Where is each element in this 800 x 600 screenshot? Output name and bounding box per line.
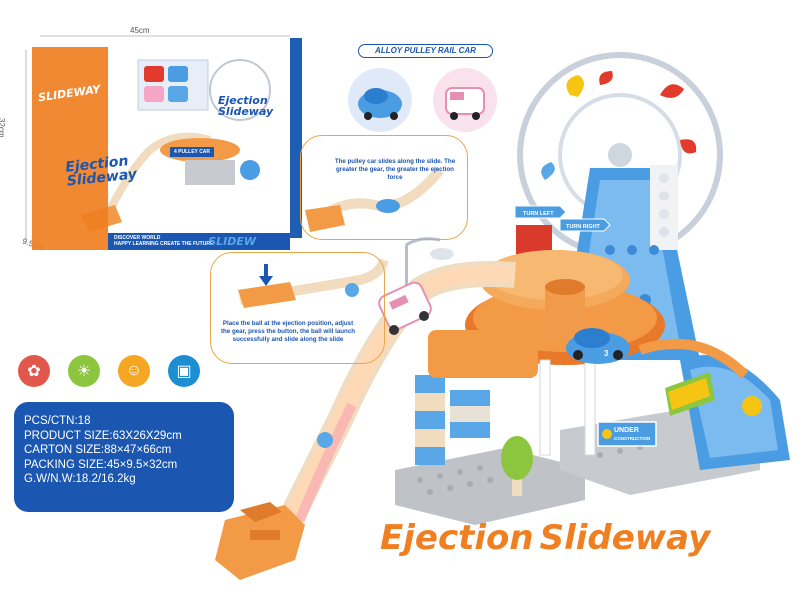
box-badge: 4 PULLEY CAR xyxy=(170,147,215,157)
box-title-right-line1: Ejection xyxy=(218,94,268,107)
box-bottom-brand: SLIDEW xyxy=(208,235,256,248)
tree-block xyxy=(501,436,533,496)
support-column-right xyxy=(584,354,596,456)
under-sign-line1: UNDER xyxy=(614,427,639,434)
upper-right-track xyxy=(638,338,749,379)
turn-right-sign-text: TURN RIGHT xyxy=(566,224,601,230)
dimension-width-label: 45cm xyxy=(130,26,150,35)
orange-launcher xyxy=(215,502,305,580)
blue-car: 3 xyxy=(566,328,630,364)
pulley-callout-frame xyxy=(300,135,468,240)
turn-left-sign: TURN LEFT xyxy=(514,205,567,219)
turn-right-sign: TURN RIGHT xyxy=(559,218,611,232)
yellow-ball xyxy=(742,396,762,416)
pulley-car-pink xyxy=(433,68,497,132)
block-pillar-left xyxy=(415,375,445,465)
pulley-callout-text: The pulley car slides along the slide. T… xyxy=(334,158,456,181)
box-title: Ejection Slideway xyxy=(65,153,138,189)
ejection-callout-frame xyxy=(210,252,385,364)
box-title-right: Ejection Slideway xyxy=(218,95,273,117)
ejection-callout-text: Place the ball at the ejection position,… xyxy=(220,320,356,343)
blue-ball xyxy=(317,432,333,448)
box-bottom-band: DISCOVER WORLD HAPPY LEARNING CREATE THE… xyxy=(108,233,290,250)
box-bottom-line1: DISCOVER WORLD xyxy=(114,235,161,241)
product-title-word2: Slideway xyxy=(539,518,711,558)
turn-left-sign-text: TURN LEFT xyxy=(523,211,554,217)
right-ramp xyxy=(665,355,790,470)
callout-pulley-illustration xyxy=(305,166,444,232)
spec-pcs-ctn: PCS/CTN:18 xyxy=(24,415,91,427)
spec-packing-size: PACKING SIZE:45×9.5×32cm xyxy=(24,458,178,471)
car-number: 3 xyxy=(604,349,609,358)
package-box-orange-panel xyxy=(32,47,108,250)
product-title-word1: Ejection xyxy=(380,518,534,558)
building-blocks-icon: ▣ xyxy=(168,355,200,387)
lower-orange-track xyxy=(428,330,538,378)
pulley-car-blue xyxy=(348,68,412,132)
box-bottom-text: DISCOVER WORLD HAPPY LEARNING CREATE THE… xyxy=(114,235,213,247)
pulley-car-label: ALLOY PULLEY RAIL CAR xyxy=(358,44,493,58)
box-bottom-line2: HAPPY LEARNING CREATE THE FUTURE xyxy=(114,241,214,247)
package-box: SLIDEWAY Ejection Slideway Ejection Slid… xyxy=(32,47,290,250)
spec-product-size: PRODUCT SIZE:63X26X29cm xyxy=(24,429,182,442)
under-sign-line2: CONSTRUCTION xyxy=(614,436,650,441)
under-construction-sign: UNDER CONSTRUCTION xyxy=(597,421,657,447)
block-pillar-mid xyxy=(450,390,490,438)
spec-weight: G.W/N.W:18.2/16.2kg xyxy=(24,473,136,485)
box-title-right-line2: Slideway xyxy=(218,105,274,118)
dimension-height-label: 32cm xyxy=(0,118,6,138)
idea-bulb-icon: ☀ xyxy=(68,355,100,387)
spec-carton-size: CARTON SIZE:88×47×66cm xyxy=(24,444,172,456)
parent-child-icon: ☺ xyxy=(118,355,150,387)
spec-panel: PCS/CTN:18 PRODUCT SIZE:63X26X29cm CARTO… xyxy=(14,402,234,512)
creativity-icon: ✿ xyxy=(18,355,50,387)
support-column-left xyxy=(539,359,551,456)
down-arrow-icon xyxy=(259,276,273,286)
package-box-side xyxy=(290,38,302,238)
